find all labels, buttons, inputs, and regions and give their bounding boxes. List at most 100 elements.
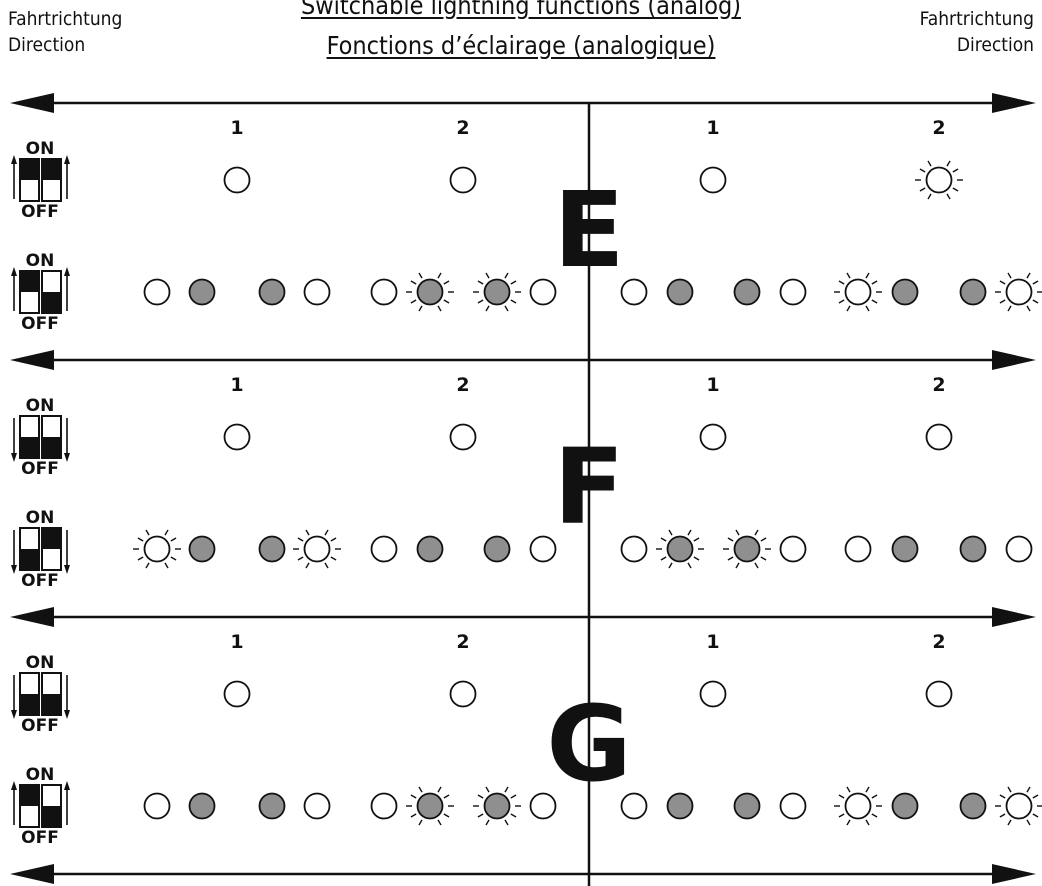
dip-off-label: OFF (21, 828, 59, 848)
dip-on-label: ON (26, 251, 55, 271)
lamp-icon (620, 792, 648, 820)
lamp-ray (410, 794, 417, 799)
lamp-ray (865, 305, 870, 312)
arrow-left-icon (10, 607, 54, 627)
lamp-ray (838, 280, 845, 285)
lamp-ray (504, 305, 509, 312)
lamp-circle (370, 278, 398, 306)
lamp-icon (416, 535, 444, 563)
lamp-icon (891, 792, 919, 820)
lamp-ray (485, 272, 490, 279)
arrow-left-icon (10, 350, 54, 370)
lamp-circle (779, 278, 807, 306)
position-label: 2 (932, 117, 945, 139)
lamp-ray (727, 537, 734, 542)
lamp-circle (483, 278, 511, 306)
lamp-ray (846, 272, 851, 279)
lamp-circle (449, 423, 477, 451)
direction-label-right-de: Fahrtrichtung (919, 8, 1034, 30)
lamp-ray (660, 556, 667, 561)
dip-off-label: OFF (21, 459, 59, 479)
lamp-ray (145, 529, 150, 536)
lamp-ray (838, 299, 845, 304)
lamp-circle (258, 535, 286, 563)
arrow-left-icon (10, 864, 54, 884)
lamp-ray (1007, 305, 1012, 312)
dip-off-label: OFF (21, 314, 59, 334)
lamp-circle (1005, 278, 1033, 306)
lamp-ray (437, 305, 442, 312)
lamp-icon (959, 535, 987, 563)
lamp-circle (699, 680, 727, 708)
lamp-ray (443, 794, 450, 799)
arrow-up-icon (64, 155, 70, 164)
lamp-circle (416, 278, 444, 306)
lamp-circle (529, 535, 557, 563)
lamp-ray (510, 794, 517, 799)
lamp-icon (483, 535, 511, 563)
lamp-circle (370, 535, 398, 563)
arrow-up-icon (64, 781, 70, 790)
lamp-icon (223, 423, 251, 451)
lamp-ray (410, 813, 417, 818)
dip-off-label: OFF (21, 716, 59, 736)
lamp-ray (324, 529, 329, 536)
lamp-ray (437, 819, 442, 826)
lamp-icon (779, 535, 807, 563)
lamp-glowing-icon (995, 272, 1042, 312)
lamp-ray (687, 562, 692, 569)
lamp-ray (305, 529, 310, 536)
arrow-up-icon (11, 267, 17, 276)
lamp-circle (925, 680, 953, 708)
dip-on-label: ON (26, 765, 55, 785)
dip-switch-icon: ON OFF (11, 765, 70, 848)
lamp-ray (170, 537, 177, 542)
dip-knob-off (42, 806, 61, 827)
lamp-icon (223, 680, 251, 708)
lamp-icon (258, 792, 286, 820)
direction-label-right-en: Direction (956, 34, 1034, 56)
lamp-circle (188, 278, 216, 306)
lamp-icon (529, 792, 557, 820)
lamp-ray (919, 187, 926, 192)
lamp-ray (838, 813, 845, 818)
lamp-circle (143, 535, 171, 563)
arrow-right-icon (992, 864, 1036, 884)
lamp-ray (477, 794, 484, 799)
lamp-ray (999, 299, 1006, 304)
lamp-icon (188, 278, 216, 306)
arrow-up-icon (11, 781, 17, 790)
lamp-ray (1026, 786, 1031, 793)
lamp-icon (370, 535, 398, 563)
lamp-icon (143, 792, 171, 820)
lamp-circle (303, 535, 331, 563)
direction-arrow-line (10, 607, 1036, 627)
lamp-ray (927, 160, 932, 167)
position-label: 1 (230, 631, 243, 653)
lamp-ray (999, 813, 1006, 818)
lamp-icon (258, 535, 286, 563)
lamp-ray (1026, 819, 1031, 826)
lamp-ray (170, 556, 177, 561)
lamp-ray (999, 794, 1006, 799)
lamp-circle (529, 792, 557, 820)
lamp-icon (891, 535, 919, 563)
lamp-ray (418, 819, 423, 826)
lamp-circle (416, 792, 444, 820)
lamp-ray (660, 537, 667, 542)
lamp-ray (324, 562, 329, 569)
lamp-ray (477, 813, 484, 818)
arrow-up-icon (11, 155, 17, 164)
lamp-ray (418, 786, 423, 793)
lamp-circle (223, 166, 251, 194)
lamp-ray (952, 168, 959, 173)
lamp-icon (529, 535, 557, 563)
arrow-right-icon (992, 607, 1036, 627)
lamp-circle (733, 535, 761, 563)
lamp-ray (510, 299, 517, 304)
lamp-glowing-icon (915, 160, 963, 200)
lamp-ray (437, 786, 442, 793)
